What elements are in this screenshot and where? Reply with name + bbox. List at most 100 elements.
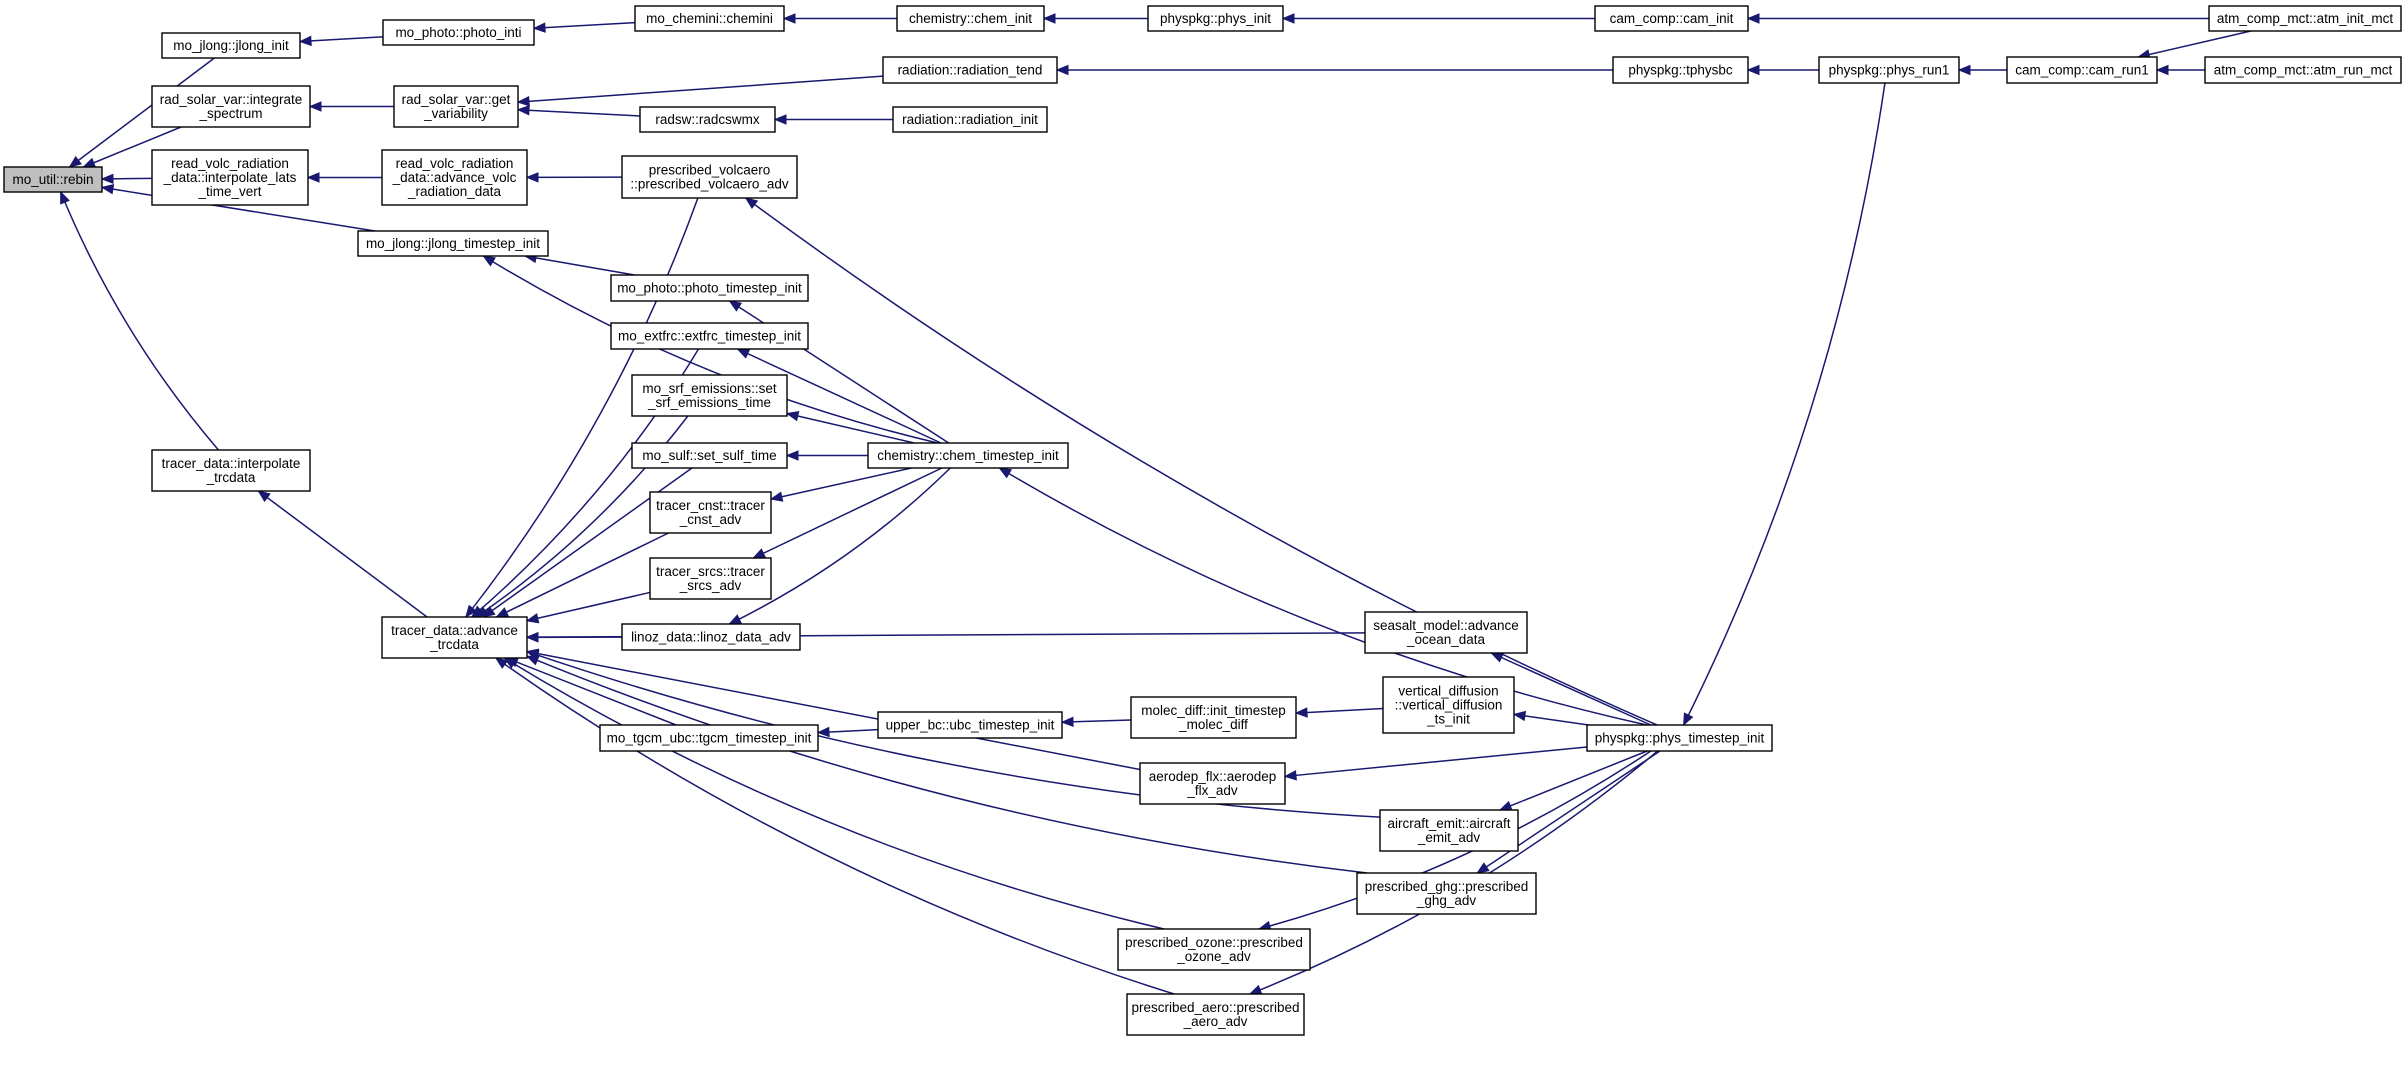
node-prescribed_ghg_adv[interactable]: prescribed_ghg::prescribed_ghg_adv: [1356, 872, 1537, 915]
node-label: ::prescribed_volcaero_adv: [630, 177, 789, 192]
node-box: [1594, 5, 1749, 32]
node-label: mo_srf_emissions::set: [642, 381, 777, 396]
node-interpolate_lats[interactable]: read_volc_radiation_data::interpolate_la…: [151, 149, 309, 206]
edge-vertical_diffusion_ts_init-to-init_timestep_molec_diff: [1294, 707, 1384, 718]
node-prescribed_ozone_adv[interactable]: prescribed_ozone::prescribed_ozone_adv: [1117, 928, 1311, 971]
node-init_timestep_molec_diff[interactable]: molec_diff::init_timestep_molec_diff: [1130, 696, 1297, 739]
edge-arrowhead: [816, 726, 830, 738]
node-prescribed_aero_adv[interactable]: prescribed_aero::prescribed_aero_adv: [1126, 993, 1305, 1036]
node-aerodep_flx_adv[interactable]: aerodep_flx::aerodep_flx_adv: [1139, 762, 1286, 805]
edge-arrowhead: [744, 197, 759, 210]
node-integrate_spectrum[interactable]: rad_solar_var::integrate_spectrum: [151, 85, 311, 128]
edge-line: [101, 186, 375, 232]
edge-line: [299, 36, 384, 43]
node-photo_inti[interactable]: mo_photo::photo_inti: [382, 19, 535, 46]
node-box: [877, 711, 1063, 739]
node-phys_run1[interactable]: physpkg::phys_run1: [1818, 56, 1960, 84]
node-jlong_init[interactable]: mo_jlong::jlong_init: [161, 32, 301, 59]
node-tphysbc[interactable]: physpkg::tphysbc: [1612, 56, 1749, 84]
node-set_srf_emissions_time[interactable]: mo_srf_emissions::set_srf_emissions_time: [631, 374, 788, 417]
node-chem_timestep_init[interactable]: chemistry::chem_timestep_init: [867, 442, 1069, 469]
node-vertical_diffusion_ts_init[interactable]: vertical_diffusion::vertical_diffusion_t…: [1382, 676, 1515, 734]
node-get_variability[interactable]: rad_solar_var::get_variability: [393, 85, 519, 128]
node-rebin[interactable]: mo_util::rebin: [3, 166, 103, 193]
node-radcswmx[interactable]: radsw::radcswmx: [639, 106, 776, 133]
edge-arrowhead: [785, 410, 800, 422]
node-aircraft_emit_adv[interactable]: aircraft_emit::aircraft_emit_adv: [1379, 809, 1519, 852]
edge-set_sulf_time-to-advance_trcdata: [482, 467, 693, 618]
node-label: _aero_adv: [1183, 1014, 1248, 1029]
node-phys_init[interactable]: physpkg::phys_init: [1147, 5, 1284, 32]
edge-line: [753, 467, 943, 559]
node-linoz_data_adv[interactable]: linoz_data::linoz_data_adv: [621, 623, 801, 651]
node-phys_timestep_init[interactable]: physpkg::phys_timestep_init: [1586, 724, 1773, 752]
node-box: [896, 5, 1045, 32]
node-label: _cnst_adv: [679, 512, 742, 527]
node-box: [1117, 928, 1311, 971]
node-label: radsw::radcswmx: [655, 112, 760, 127]
edge-line: [526, 655, 1368, 874]
edge-line: [59, 191, 220, 451]
edge-arrowhead: [2155, 64, 2169, 76]
edge-arrowhead: [532, 22, 546, 33]
edge-line: [526, 591, 651, 622]
edge-arrowhead: [525, 655, 540, 666]
node-label: seasalt_model::advance: [1373, 618, 1519, 633]
node-extfrc_timestep_init[interactable]: mo_extfrc::extfrc_timestep_init: [610, 322, 809, 350]
node-box: [1586, 724, 1773, 752]
node-tracer_srcs_adv[interactable]: tracer_srcs::tracer_srcs_adv: [649, 557, 772, 600]
edge-line: [482, 467, 693, 618]
edge-arrowhead: [525, 172, 539, 183]
edge-arrowhead: [257, 490, 271, 503]
node-label: atm_comp_mct::atm_run_mct: [2214, 63, 2393, 78]
node-box: [357, 230, 549, 257]
edge-cam_init-to-phys_init: [1281, 13, 1595, 24]
node-tgcm_timestep_init[interactable]: mo_tgcm_ubc::tgcm_timestep_init: [599, 724, 819, 752]
node-label: _molec_diff: [1178, 717, 1248, 732]
edge-arrowhead: [1060, 716, 1074, 728]
node-tracer_cnst_adv[interactable]: tracer_cnst::tracer_cnst_adv: [649, 491, 772, 534]
node-prescribed_volcaero[interactable]: prescribed_volcaero::prescribed_volcaero…: [621, 155, 798, 199]
node-ubc_timestep_init[interactable]: upper_bc::ubc_timestep_init: [877, 711, 1063, 739]
edge-phys_timestep_init-to-prescribed_volcaero: [744, 197, 1658, 726]
edge-arrowhead: [1512, 710, 1527, 722]
edge-phys_run1-to-phys_timestep_init: [1682, 82, 1886, 727]
node-box: [2208, 5, 2402, 32]
node-label: _ghg_adv: [1416, 893, 1477, 908]
node-cam_run1[interactable]: cam_comp::cam_run1: [2006, 56, 2158, 84]
node-advance_trcdata[interactable]: tracer_data::advance_trcdata: [381, 616, 528, 659]
node-interpolate_trcdata[interactable]: tracer_data::interpolate_trcdata: [151, 449, 311, 492]
nodes-layer: mo_util::rebinmo_jlong::jlong_initmo_pho…: [3, 5, 2402, 1036]
edge-chem_timestep_init-to-set_sulf_time: [785, 450, 869, 461]
edge-line: [745, 197, 1658, 726]
node-radiation_tend[interactable]: radiation::radiation_tend: [882, 56, 1058, 84]
edge-arrowhead: [465, 604, 478, 619]
node-label: rad_solar_var::integrate: [160, 92, 303, 107]
node-cam_init[interactable]: cam_comp::cam_init: [1594, 5, 1749, 32]
node-atm_run_mct[interactable]: atm_comp_mct::atm_run_mct: [2204, 56, 2402, 84]
edge-line: [517, 108, 641, 117]
node-chem_init[interactable]: chemistry::chem_init: [896, 5, 1045, 32]
edge-phys_init-to-chem_init: [1042, 13, 1148, 24]
node-advance_ocean_data[interactable]: seasalt_model::advance_ocean_data: [1364, 611, 1528, 654]
node-jlong_timestep_init[interactable]: mo_jlong::jlong_timestep_init: [357, 230, 549, 257]
node-box: [382, 19, 535, 46]
edge-line: [1682, 82, 1886, 726]
node-set_sulf_time[interactable]: mo_sulf::set_sulf_time: [631, 442, 788, 469]
edge-arrowhead: [100, 183, 115, 195]
node-advance_volc[interactable]: read_volc_radiation_data::advance_volc_r…: [381, 149, 528, 206]
node-radiation_init[interactable]: radiation::radiation_init: [892, 106, 1048, 133]
edge-line: [506, 657, 677, 726]
edge-arrowhead: [752, 548, 767, 559]
node-chemini[interactable]: mo_chemini::chemini: [634, 5, 785, 32]
node-label: mo_jlong::jlong_init: [173, 38, 289, 53]
node-photo_timestep_init[interactable]: mo_photo::photo_timestep_init: [610, 274, 809, 302]
node-atm_init_mct[interactable]: atm_comp_mct::atm_init_mct: [2208, 5, 2402, 32]
node-label: aircraft_emit::aircraft: [1387, 816, 1510, 831]
edge-arrowhead: [782, 13, 796, 24]
edge-phys_timestep_init-to-prescribed_ghg_adv: [1476, 750, 1661, 874]
node-box: [621, 155, 798, 199]
edge-prescribed_ghg_adv-to-advance_trcdata: [525, 655, 1368, 874]
node-box: [1818, 56, 1960, 84]
node-label: mo_photo::photo_timestep_init: [617, 281, 802, 296]
